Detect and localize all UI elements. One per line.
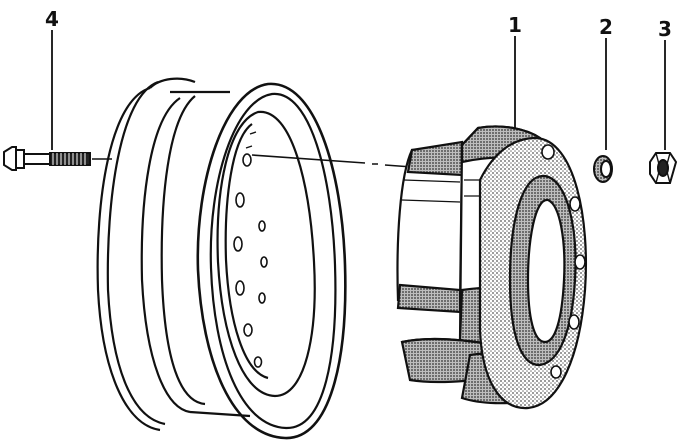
alignment-centerline: [92, 154, 413, 168]
callout-3: 3: [658, 17, 672, 41]
wheel-bolt: [3, 146, 91, 171]
callout-2: 2: [599, 15, 613, 39]
brake-drum-hub: [396, 125, 588, 410]
lug-nut: [649, 152, 678, 184]
callout-4: 4: [45, 7, 59, 31]
washer: [593, 155, 613, 183]
wheel-rim: [96, 77, 347, 440]
callout-labels: 1 2 3 4: [45, 7, 672, 41]
leader-lines: [51, 30, 666, 150]
callout-1: 1: [508, 13, 522, 37]
